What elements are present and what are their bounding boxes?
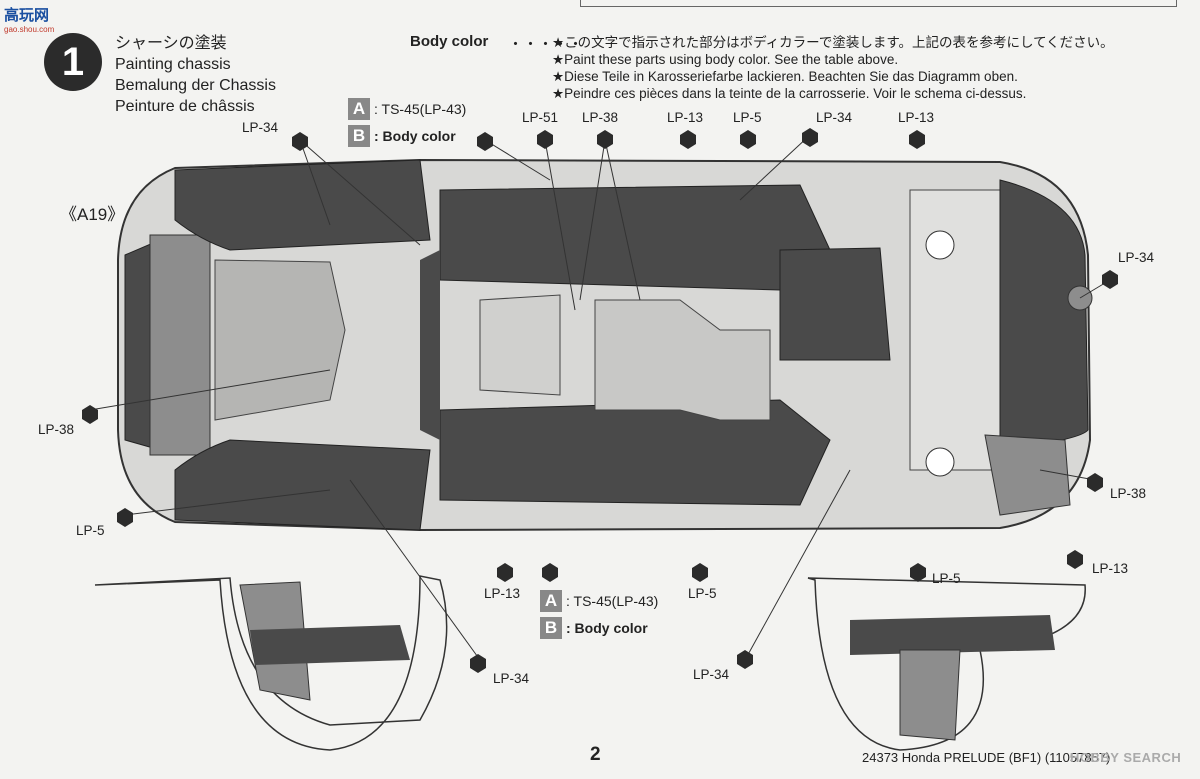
wheel-well-right	[807, 577, 1086, 751]
paint-legend-top-b: B: Body color	[348, 125, 456, 147]
paint-text-a: : TS-45(LP-43)	[566, 593, 659, 609]
label-lp34-bottom-left: LP-34	[493, 671, 530, 686]
paint-box-a: A	[348, 98, 370, 120]
label-lp5-top: LP-5	[733, 110, 762, 125]
paint-markers	[82, 128, 1118, 673]
label-lp34-top: LP-34	[816, 110, 853, 125]
label-lp34-bottom-mid: LP-34	[693, 667, 730, 682]
label-lp38-left: LP-38	[38, 422, 75, 437]
label-lp13-bottom: LP-13	[484, 586, 521, 601]
step-number-badge: 1	[44, 33, 102, 91]
paint-legend-bottom-b: B: Body color	[540, 617, 648, 639]
label-lp34-top-left: LP-34	[242, 120, 279, 135]
paint-text-b: : Body color	[374, 128, 456, 144]
label-lp5-bottom: LP-5	[688, 586, 717, 601]
title-fr: Peinture de châssis	[115, 98, 255, 115]
note-en: ★Paint these parts using body color. See…	[552, 52, 899, 67]
watermark-cn: 高玩网	[4, 7, 50, 24]
title-de: Bemalung der Chassis	[115, 77, 276, 94]
title-en: Painting chassis	[115, 56, 231, 73]
label-lp13-top-right: LP-13	[898, 110, 935, 125]
body-color-dots: ・・・・・	[508, 36, 584, 53]
paint-box-b: B	[540, 617, 562, 639]
part-reference: 《A19》	[60, 205, 125, 224]
leader-lines	[89, 134, 1111, 661]
wheel-well-left	[94, 575, 448, 751]
label-lp5-left: LP-5	[76, 523, 105, 538]
watermark-url: gao.shou.com	[4, 25, 55, 34]
paint-box-b: B	[348, 125, 370, 147]
label-lp38-top: LP-38	[582, 110, 619, 125]
paint-legend-top-a: A: TS-45(LP-43)	[348, 98, 466, 120]
watermark-logo: 高玩网 gao.shou.com	[4, 4, 54, 34]
paint-box-a: A	[540, 590, 562, 612]
paint-text-a: : TS-45(LP-43)	[374, 101, 467, 117]
top-table-edge	[580, 0, 1177, 7]
label-lp13-right: LP-13	[1092, 561, 1129, 576]
label-lp5-bottom-right: LP-5	[932, 571, 961, 586]
chassis-underside	[117, 158, 1093, 532]
footer-product: 24373 Honda PRELUDE (BF1) (11057857)	[862, 750, 1111, 765]
note-de: ★Diese Teile in Karosseriefarbe lackiere…	[552, 69, 1018, 84]
watermark-bottom: HOBBY SEARCH	[1070, 750, 1182, 765]
step-title: シャーシの塗装 Painting chassis Bemalung der Ch…	[115, 33, 276, 117]
label-lp51: LP-51	[522, 110, 559, 125]
body-color-label: Body color	[410, 33, 489, 50]
title-ja: シャーシの塗装	[115, 35, 227, 52]
label-lp38-right: LP-38	[1110, 486, 1147, 501]
paint-text-b: : Body color	[566, 620, 648, 636]
note-ja: ★この文字で指示された部分はボディカラーで塗装します。上記の表を参考にしてくださ…	[552, 35, 1114, 50]
label-lp13-top: LP-13	[667, 110, 704, 125]
page-number: 2	[590, 744, 601, 765]
paint-legend-bottom-a: A: TS-45(LP-43)	[540, 590, 658, 612]
note-fr: ★Peindre ces pièces dans la teinte de la…	[552, 86, 1027, 101]
label-lp34-right: LP-34	[1118, 250, 1155, 265]
